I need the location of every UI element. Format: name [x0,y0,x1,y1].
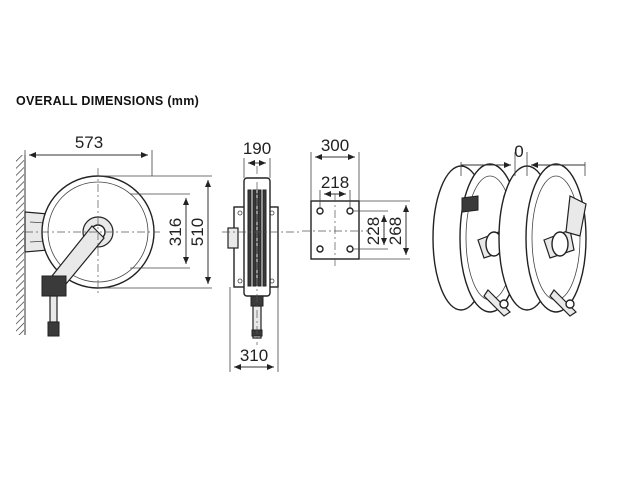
side-view: 190 310 [222,139,300,372]
dim-bottom-width-label: 310 [240,346,268,365]
dim-plate-inner-width-label: 218 [321,173,349,192]
dim-plate-inner-height-label: 228 [364,217,383,245]
hose-end [49,295,58,323]
dim-plate-outer-width-label: 300 [321,136,349,155]
diagram-title: OVERALL DIMENSIONS (mm) [16,94,200,108]
front-view: 573 316 510 [16,133,212,337]
dim-plate-outer-height-label: 268 [386,217,405,245]
swivel-fitting [41,275,67,297]
dim-top-width-label: 190 [243,139,271,158]
wall-hatch [16,155,24,335]
double-reel-view: 0 [432,142,587,317]
reel-right [498,163,587,317]
dim-outer-height-label: 510 [188,218,207,246]
dim-inner-height-label: 316 [166,218,185,246]
dim-gap-label: 0 [514,142,523,161]
dim-width-label: 573 [75,133,103,152]
plate-view: 300 218 228 268 [302,136,410,268]
